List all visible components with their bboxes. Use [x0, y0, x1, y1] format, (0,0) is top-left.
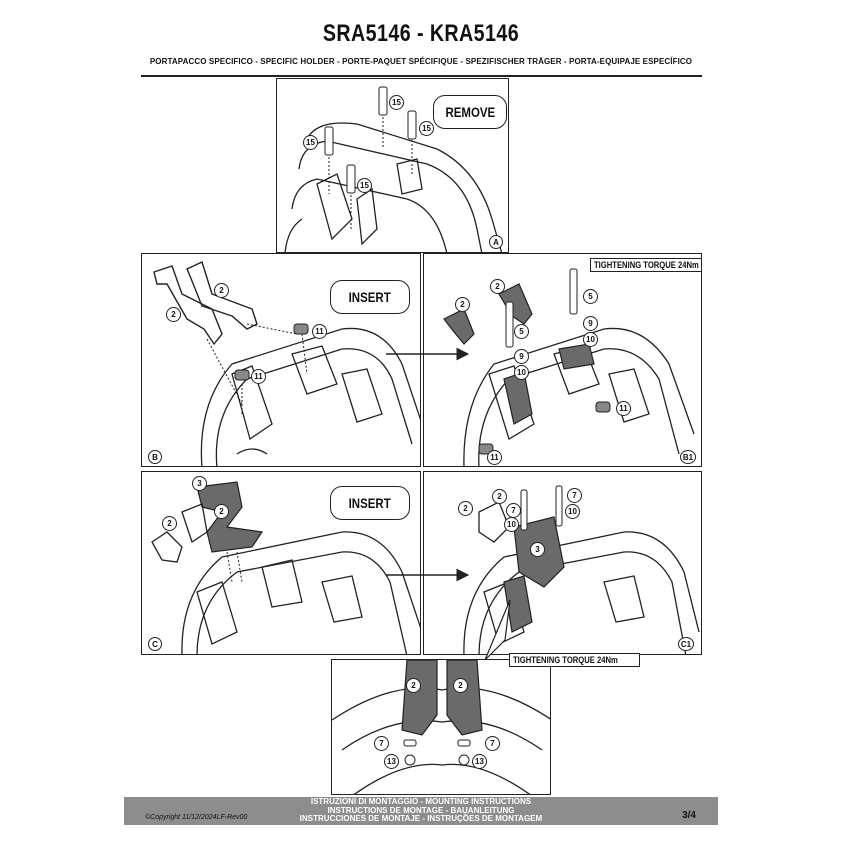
panel-b: INSERT 2 2 11 11 B: [141, 253, 421, 467]
footer-line-3: INSTRUCCIONES DE MONTAJE - INSTRUÇÕES DE…: [299, 814, 543, 823]
footer-line-2: INSTRUCTIONS DE MONTAGE - BAUANLEITUNG: [327, 805, 515, 815]
panel-a: REMOVE 15 15 15 15 A: [276, 78, 509, 253]
panel-c1: 2 2 7 7 10 10 3 C1: [423, 471, 702, 655]
callout-part-7: 7: [485, 736, 500, 751]
callout-part-11: 11: [251, 369, 266, 384]
callout-part-15: 15: [303, 135, 318, 150]
callout-part-15: 15: [389, 95, 404, 110]
callout-part-7: 7: [374, 736, 389, 751]
insert-badge: INSERT: [330, 486, 410, 520]
callout-part-2: 2: [214, 283, 229, 298]
callout-part-13: 13: [472, 754, 487, 769]
panel-detail: 2 2 7 7 13 13: [331, 659, 551, 795]
callout-part-11: 11: [487, 450, 502, 465]
callout-part-13: 13: [384, 754, 399, 769]
callout-part-10: 10: [514, 365, 529, 380]
page-number: 3/4: [682, 810, 696, 821]
panel-label-c1: C1: [678, 637, 694, 651]
tightening-torque-label-detail: TIGHTENING TORQUE 24Nm: [509, 653, 641, 667]
callout-part-2: 2: [492, 489, 507, 504]
callout-part-10: 10: [583, 332, 598, 347]
callout-part-7: 7: [567, 488, 582, 503]
panel-a-drawing: [284, 86, 503, 252]
callout-part-2: 2: [406, 678, 421, 693]
panel-c1-drawing: [463, 485, 700, 654]
footer-bar: ISTRUZIONI DI MONTAGGIO - MOUNTING INSTR…: [124, 797, 718, 825]
tightening-torque-label: TIGHTENING TORQUE 24Nm: [590, 258, 701, 272]
callout-part-9: 9: [583, 316, 598, 331]
callout-part-2: 2: [162, 516, 177, 531]
callout-part-2: 2: [166, 307, 181, 322]
callout-part-5: 5: [514, 324, 529, 339]
callout-part-2: 2: [490, 279, 505, 294]
callout-part-9: 9: [514, 349, 529, 364]
document-subtitle: PORTAPACCO SPECIFICO - SPECIFIC HOLDER -…: [149, 57, 693, 66]
footer-line-1: ISTRUZIONI DI MONTAGGIO - MOUNTING INSTR…: [310, 797, 532, 806]
callout-part-11: 11: [312, 324, 327, 339]
footer-instructions: ISTRUZIONI DI MONTAGGIO - MOUNTING INSTR…: [124, 797, 718, 824]
panel-b1: TIGHTENING TORQUE 24Nm 2 2 5 9 10 5 9 10…: [423, 253, 702, 467]
insert-badge: INSERT: [330, 280, 410, 314]
callout-part-15: 15: [419, 121, 434, 136]
callout-part-10: 10: [565, 504, 580, 519]
header-rule: [141, 75, 702, 77]
copyright-text: ©Copyright 11/12/2024LF-Rev00: [145, 814, 248, 821]
callout-part-2: 2: [214, 504, 229, 519]
callout-part-2: 2: [458, 501, 473, 516]
panel-label-a: A: [489, 235, 503, 249]
callout-part-11: 11: [616, 401, 631, 416]
panel-b1-drawing: [443, 268, 695, 466]
callout-part-5: 5: [583, 289, 598, 304]
callout-part-2: 2: [455, 297, 470, 312]
callout-part-2: 2: [453, 678, 468, 693]
panel-label-c: C: [148, 637, 162, 651]
panel-c: INSERT 3 2 2 C: [141, 471, 421, 655]
callout-part-3: 3: [530, 542, 545, 557]
remove-badge: REMOVE: [433, 95, 507, 129]
callout-part-15: 15: [357, 178, 372, 193]
callout-part-10: 10: [504, 517, 519, 532]
callout-part-3: 3: [192, 476, 207, 491]
panel-c-drawing: [151, 481, 420, 654]
panel-detail-drawing: [332, 660, 550, 794]
panel-b-drawing: [153, 261, 420, 466]
callout-part-7: 7: [506, 503, 521, 518]
panel-label-b: B: [148, 450, 162, 464]
document-title: SRA5146 - KRA5146: [322, 20, 520, 47]
panel-label-b1: B1: [680, 450, 696, 464]
